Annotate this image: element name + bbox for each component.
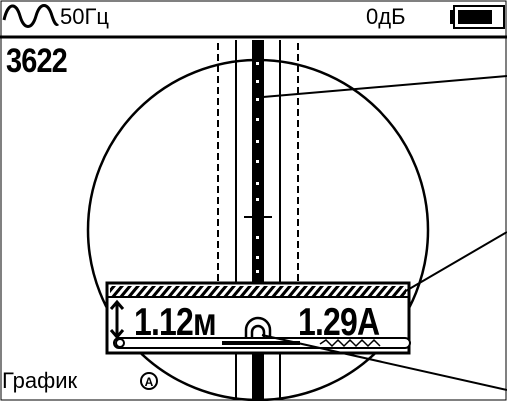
- mode-label[interactable]: График: [2, 368, 78, 393]
- double-arrow-vertical-icon: [109, 299, 125, 340]
- battery-icon: [450, 5, 505, 29]
- current-value: 1.29А: [298, 301, 380, 344]
- frequency-label: 50Гц: [60, 4, 109, 29]
- signal-level-value: 3622: [6, 42, 68, 80]
- callout-line-1: [262, 75, 507, 98]
- callout-line-3: [261, 334, 507, 391]
- svg-text:A: A: [145, 375, 154, 389]
- depth-value: 1.12м: [134, 301, 217, 344]
- mode-key-icon: A: [140, 372, 158, 390]
- cable-trace-dots: [256, 62, 259, 273]
- signal-strength-bar: [113, 337, 411, 349]
- callout-line-2: [403, 231, 507, 293]
- gain-label: 0дБ: [366, 4, 406, 29]
- sine-wave-icon: [2, 4, 60, 28]
